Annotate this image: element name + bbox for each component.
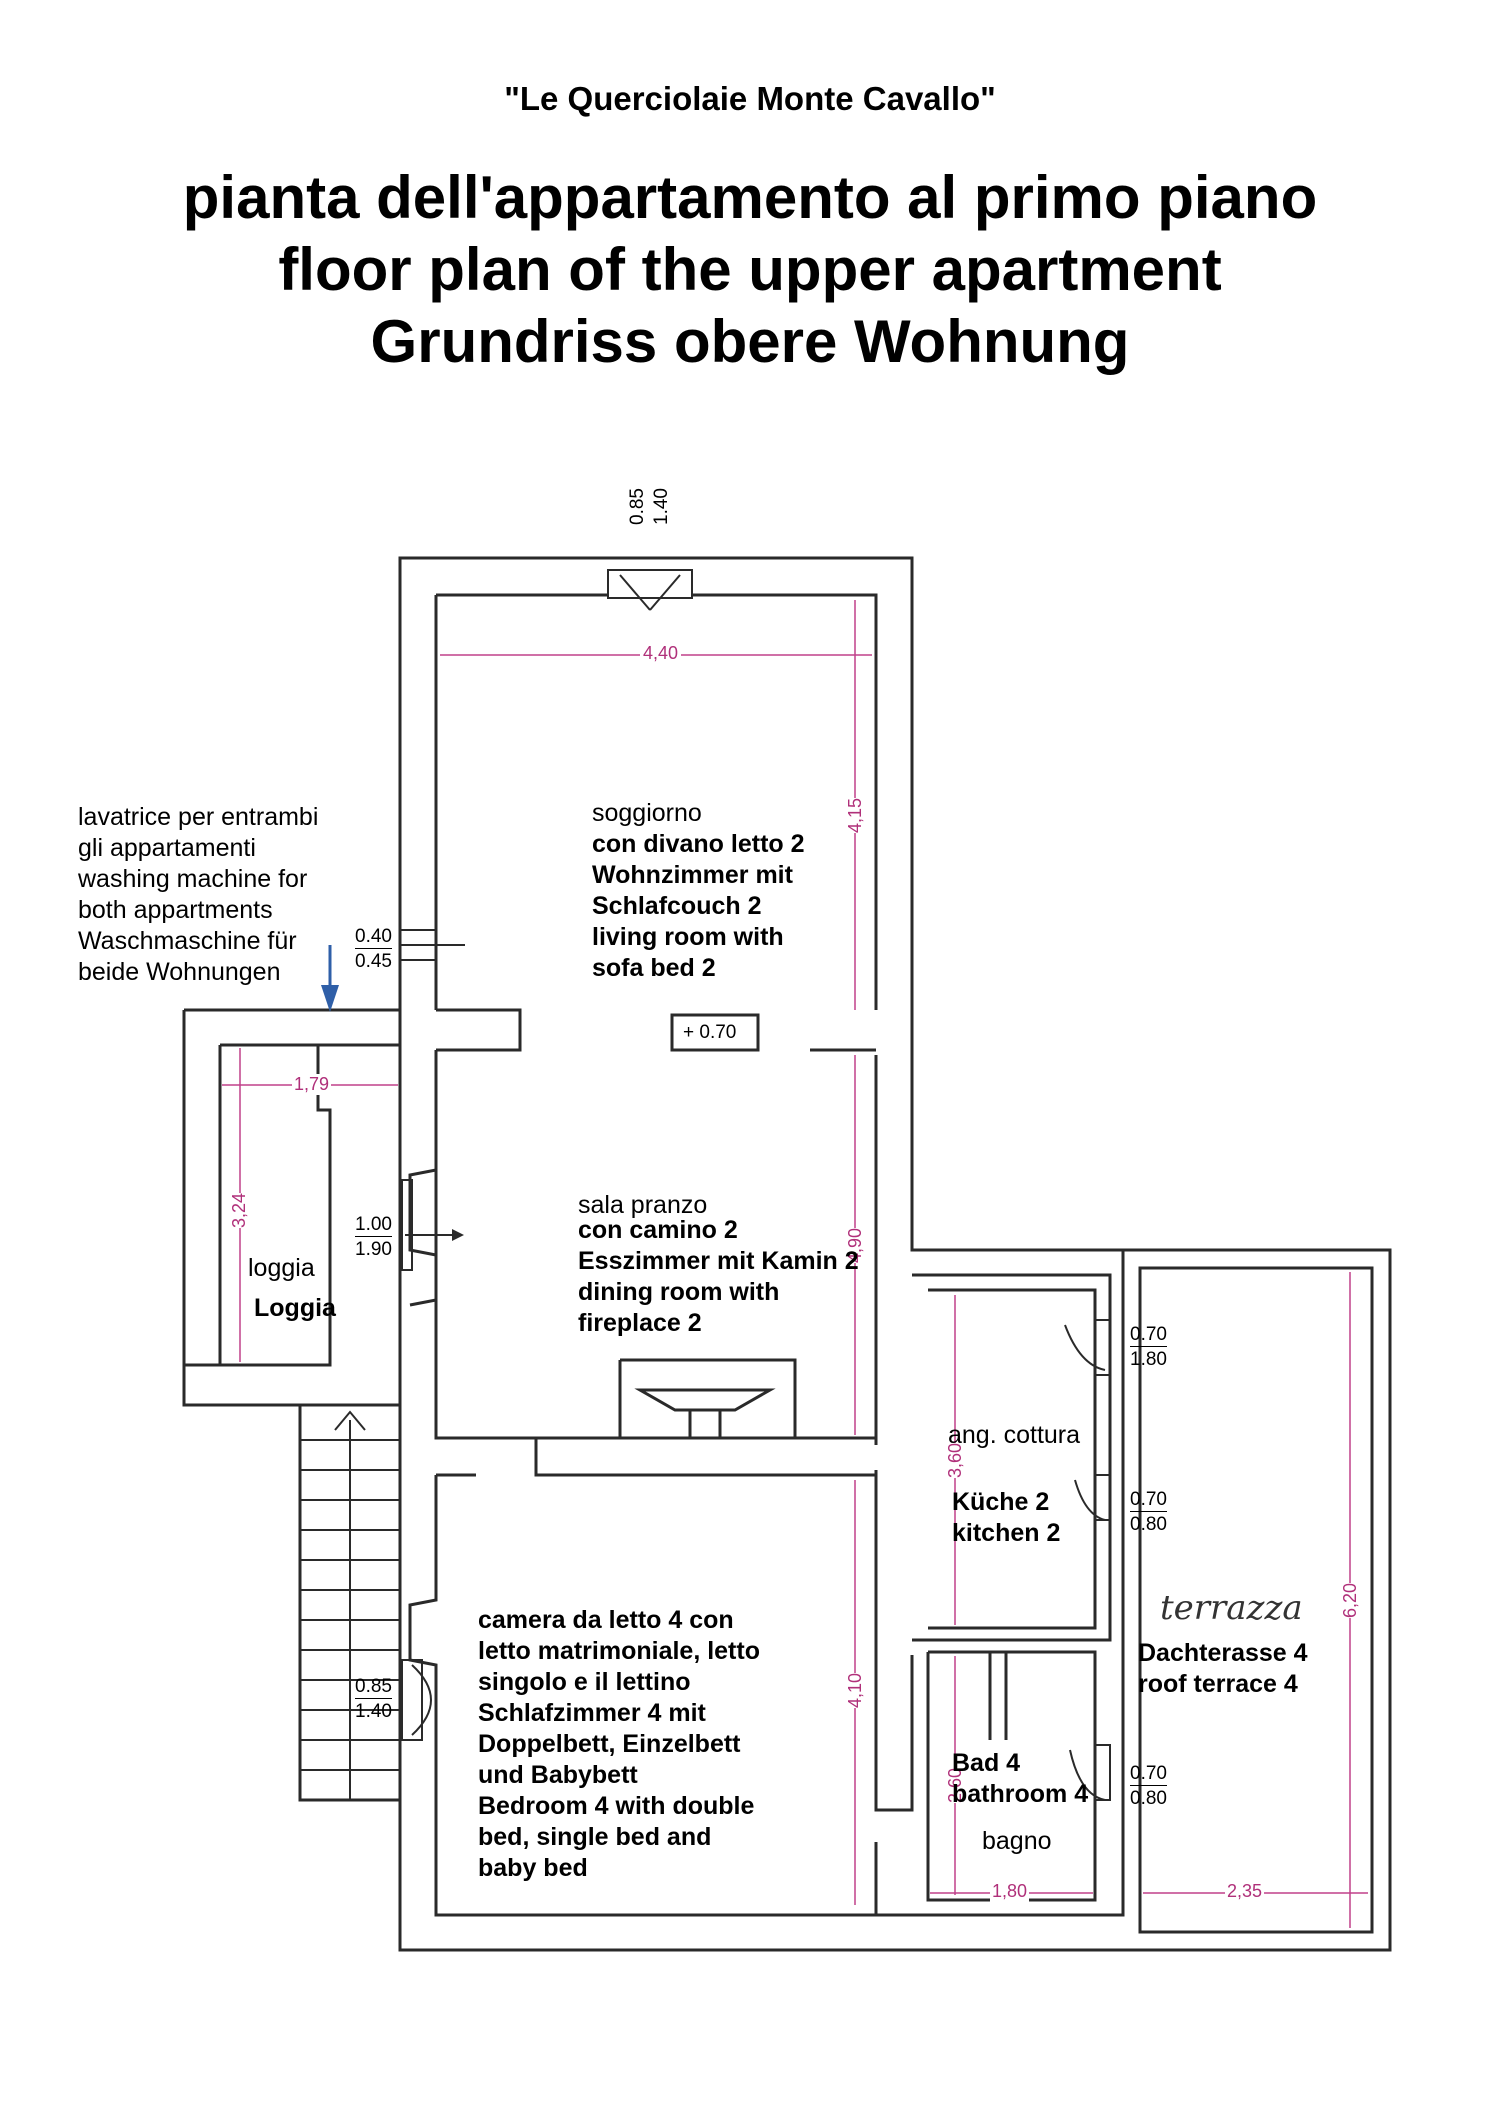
dim-terrace-width: 2,35: [1225, 1881, 1265, 1902]
walls: [182, 556, 1392, 1952]
washing-machine-arrow: [321, 945, 339, 1012]
bedroom-line-5: Doppelbett, Einzelbett: [478, 1730, 741, 1758]
loggia-door-arrow: [405, 1229, 464, 1241]
dining-line-3: dining room with: [578, 1278, 780, 1306]
bedroom-line-6: und Babybett: [478, 1761, 638, 1789]
terrace-label-it: terrazza: [1160, 1588, 1303, 1628]
bathroom-line-2: bathroom 4: [952, 1780, 1089, 1808]
washing-note-line-5: Waschmaschine für: [78, 927, 297, 955]
left-window-width: 0.40: [355, 926, 392, 949]
bath-door-height: 0.80: [1130, 1788, 1167, 1809]
dim-bath-width: 1,80: [990, 1881, 1030, 1902]
kitchen-line-1: Küche 2: [952, 1488, 1050, 1516]
kitchen-door-1-width: 0.70: [1130, 1324, 1167, 1347]
loggia-label-de: Loggia: [254, 1294, 336, 1322]
bedroom-line-9: baby bed: [478, 1854, 588, 1882]
living-line-3: Schlafcouch 2: [592, 892, 762, 920]
dining-line-2: Esszimmer mit Kamin 2: [578, 1247, 859, 1275]
kitchen-label-it: ang. cottura: [948, 1421, 1081, 1449]
bedroom-line-8: bed, single bed and: [478, 1823, 712, 1851]
terrace-line-1: Dachterasse 4: [1138, 1639, 1308, 1667]
kitchen-door-2-width: 0.70: [1130, 1489, 1167, 1512]
loggia-door-width: 1.00: [355, 1214, 392, 1237]
kitchen-line-2: kitchen 2: [952, 1519, 1061, 1547]
dim-bedroom-depth: 4,10: [845, 1672, 867, 1709]
bedroom-line-1: camera da letto 4 con: [478, 1606, 734, 1634]
top-window-width: 0.85: [627, 488, 648, 525]
bathroom-line-1: Bad 4: [952, 1749, 1021, 1777]
title-english: floor plan of the upper apartment: [278, 236, 1222, 303]
bedroom-line-7: Bedroom 4 with double: [478, 1792, 755, 1820]
bedroom-line-3: singolo e il lettino: [478, 1668, 691, 1696]
dim-terrace-depth: 6,20: [1340, 1582, 1362, 1619]
bedroom-line-4: Schlafzimmer 4 mit: [478, 1699, 706, 1727]
terrace-line-2: roof terrace 4: [1138, 1670, 1298, 1698]
living-line-2: Wohnzimmer mit: [592, 861, 793, 889]
level-mark: + 0.70: [683, 1022, 737, 1043]
washing-note-line-6: beide Wohnungen: [78, 958, 281, 986]
dim-living-width: 4,40: [640, 643, 682, 664]
top-window-height: 1.40: [651, 488, 672, 525]
dim-loggia-depth: 3,24: [229, 1192, 251, 1229]
title-german: Grundriss obere Wohnung: [370, 308, 1130, 375]
stair-treads: [300, 1410, 400, 1800]
building-name: "Le Querciolaie Monte Cavallo": [504, 80, 996, 117]
loggia-door-height: 1.90: [355, 1239, 392, 1260]
kitchen-door-1-height: 1.80: [1130, 1349, 1167, 1370]
kitchen-door-2-height: 0.80: [1130, 1514, 1167, 1535]
washing-note-line-1: lavatrice per entrambi: [78, 803, 319, 831]
dim-loggia-width: 1,79: [292, 1074, 332, 1095]
doors-windows: [400, 569, 1111, 1801]
dining-line-1: con camino 2: [578, 1216, 738, 1244]
washing-note-line-4: both appartments: [78, 896, 273, 924]
bedroom-door-height: 1.40: [355, 1701, 392, 1722]
bedroom-door-width: 0.85: [355, 1676, 392, 1699]
living-label-it: soggiorno: [592, 799, 702, 827]
living-line-5: sofa bed 2: [592, 954, 716, 982]
dim-living-depth: 4,15: [845, 797, 867, 834]
title-italian: pianta dell'appartamento al primo piano: [182, 164, 1318, 231]
left-window-height: 0.45: [355, 951, 392, 972]
washing-note-line-2: gli appartamenti: [78, 834, 256, 862]
loggia-label-it: loggia: [248, 1254, 315, 1282]
bath-door-width: 0.70: [1130, 1763, 1167, 1786]
living-line-4: living room with: [592, 923, 784, 951]
living-line-1: con divano letto 2: [592, 830, 805, 858]
washing-note-line-3: washing machine for: [78, 865, 308, 893]
bathroom-label-it: bagno: [982, 1827, 1052, 1855]
dining-label-it: sala pranzo: [578, 1191, 708, 1219]
bedroom-line-2: letto matrimoniale, letto: [478, 1637, 760, 1665]
level-mark-box: [671, 1014, 759, 1051]
dining-line-4: fireplace 2: [578, 1309, 702, 1337]
